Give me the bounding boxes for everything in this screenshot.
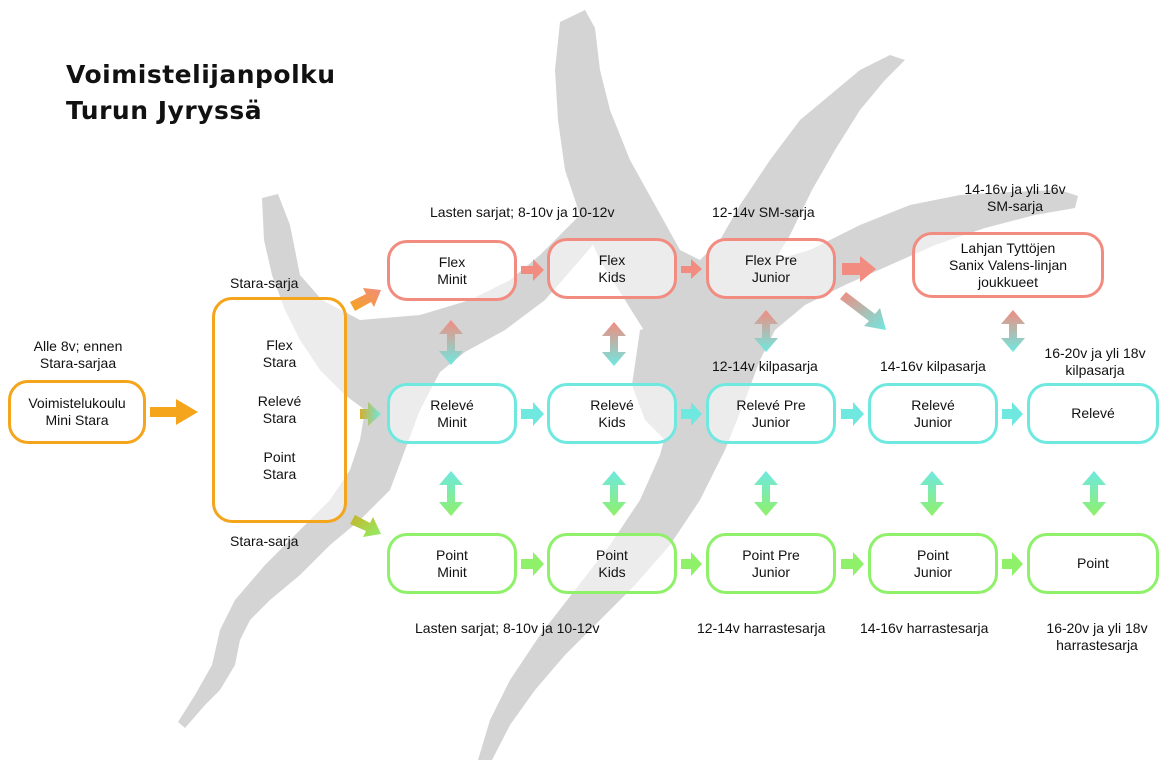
releve-senior-header: 16-20v ja yli 18v kilpasarja	[1044, 345, 1146, 378]
stara-bottom-label: Stara-sarja	[230, 533, 299, 549]
flex-prejunior-header: 12-14v SM-sarja	[712, 204, 815, 220]
stara-item-point: Point Stara	[262, 449, 297, 482]
releve-junior-box: Relevé Junior	[868, 383, 998, 444]
stara-item-releve: Relevé Stara	[257, 393, 302, 426]
title-line-2: Turun Jyryssä	[66, 96, 263, 125]
stara-item-flex: Flex Stara	[262, 337, 297, 370]
point-kids-box: Point Kids	[547, 533, 677, 594]
title-line-1: Voimistelijanpolku	[66, 60, 336, 89]
point-junior-box: Point Junior	[868, 533, 998, 594]
flex-kids-box: Flex Kids	[547, 238, 677, 299]
stara-box: Flex Stara Relevé Stara Point Stara	[212, 297, 347, 523]
point-prejunior-footer: 12-14v harrastesarja	[697, 620, 826, 636]
releve-prejunior-box: Relevé Pre Junior	[706, 383, 836, 444]
point-senior-footer: 16-20v ja yli 18v harrastesarja	[1046, 620, 1148, 653]
releve-kids-box: Relevé Kids	[547, 383, 677, 444]
releve-senior-box: Relevé	[1027, 383, 1159, 444]
flex-kids-header: Lasten sarjat; 8-10v ja 10-12v	[430, 204, 615, 220]
releve-prejunior-header: 12-14v kilpasarja	[712, 358, 818, 374]
point-senior-box: Point	[1027, 533, 1159, 594]
flex-minit-box: Flex Minit	[387, 240, 517, 301]
pre-stara-label: Alle 8v; ennen Stara-sarjaa	[33, 338, 123, 371]
point-kids-footer: Lasten sarjat; 8-10v ja 10-12v	[415, 620, 600, 636]
point-junior-footer: 14-16v harrastesarja	[860, 620, 989, 636]
mini-stara-box: Voimistelukoulu Mini Stara	[8, 380, 146, 444]
point-prejunior-box: Point Pre Junior	[706, 533, 836, 594]
stara-top-label: Stara-sarja	[230, 275, 299, 291]
releve-junior-header: 14-16v kilpasarja	[880, 358, 986, 374]
flex-senior-header: 14-16v ja yli 16v SM-sarja	[964, 181, 1066, 214]
flex-lahjan-box: Lahjan Tyttöjen Sanix Valens-linjan jouk…	[912, 232, 1104, 298]
point-minit-box: Point Minit	[387, 533, 517, 594]
flex-prejunior-box: Flex Pre Junior	[706, 238, 836, 299]
diagram-title: Voimistelijanpolku Turun Jyryssä	[66, 57, 336, 129]
releve-minit-box: Relevé Minit	[387, 383, 517, 444]
